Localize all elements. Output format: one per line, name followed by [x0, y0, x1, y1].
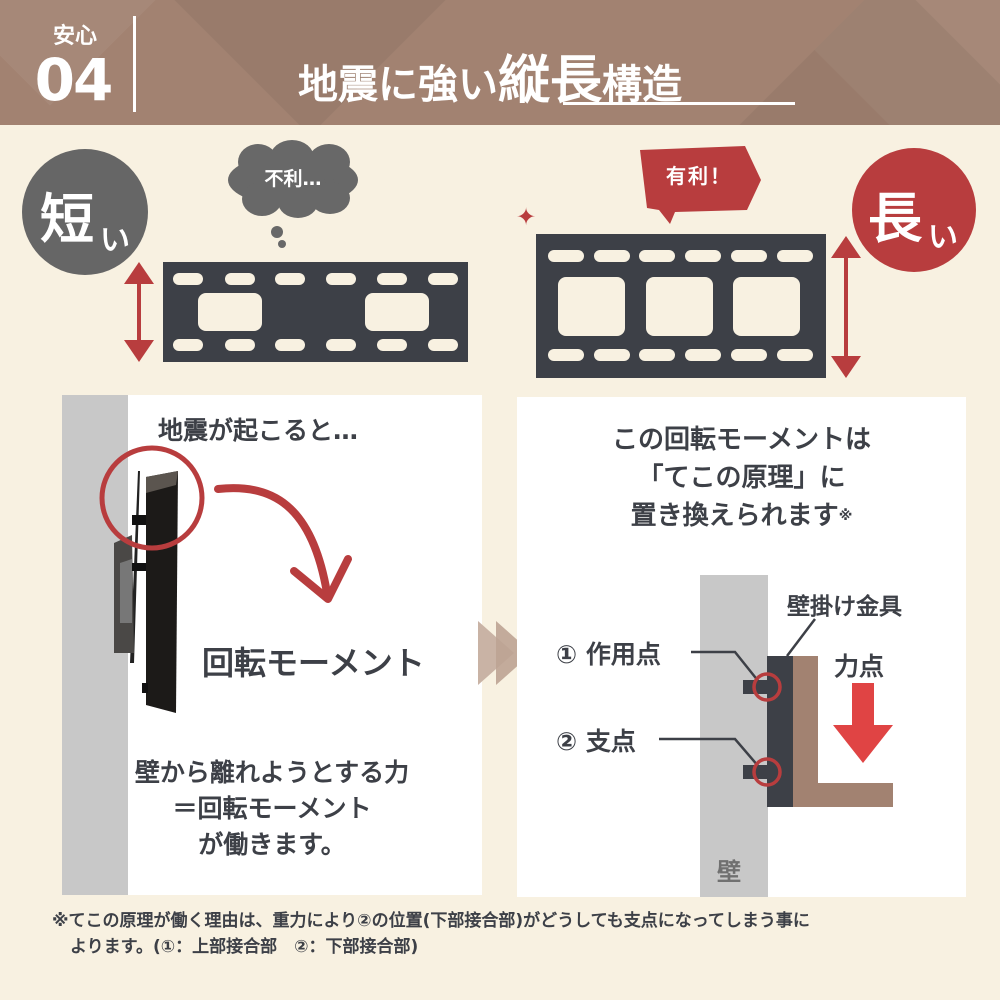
next-chevron-icon [478, 621, 532, 685]
long-label-circle: 長 い [852, 148, 976, 272]
upper-joint [743, 680, 769, 694]
short-label-big: 短 [40, 188, 94, 251]
tv-horizontal [793, 783, 893, 807]
point1-label: ① 作用点 [556, 640, 661, 669]
thought-dot [278, 240, 286, 248]
footnote: ※てこの原理が働く理由は、重力により②の位置(下部接合部)がどうしても支点になっ… [52, 908, 810, 960]
title-underline [563, 102, 795, 105]
header-divider [133, 16, 136, 112]
title-part3: 構造 [602, 62, 683, 108]
explanation-line: ＝回転モーメント [172, 794, 372, 823]
speech-bubble-favorable [640, 146, 761, 224]
bracket-label: 壁掛け金具 [787, 594, 902, 620]
lever-heading: この回転モーメントは 「てこの原理」に 置き換えられます※ [517, 421, 966, 535]
height-arrow-long [831, 236, 861, 378]
footnote-line: よります。(①：上部接合部 ②：下部接合部) [70, 937, 419, 957]
moment-label: 回転モーメント [202, 644, 425, 682]
long-label-big: 長 [868, 187, 922, 250]
short-label-small: い [100, 223, 130, 258]
point2-label: ② 支点 [556, 727, 636, 756]
long-label-small: い [928, 220, 958, 255]
heading-line: 置き換えられます※ [630, 501, 853, 531]
bubble-text-favorable: 有利！ [666, 164, 732, 188]
badge-label: 安心 [52, 24, 97, 49]
badge-number: 04 [34, 46, 114, 114]
explanation-line: が働きます。 [198, 830, 346, 859]
thought-bubble-unfavorable: 不利… [228, 140, 358, 220]
rotation-arrow-icon [214, 484, 352, 603]
explanation-line: 壁から離れようとする力 [134, 758, 410, 787]
bubble-text-unfavorable: 不利… [264, 168, 322, 190]
title-emphasis: 縦長 [498, 51, 603, 111]
heading-line: 「てこの原理」に [637, 463, 846, 493]
heading-line: この回転モーメントは [612, 425, 871, 455]
lower-joint [743, 765, 769, 779]
footnote-line: ※てこの原理が働く理由は、重力により②の位置(下部接合部)がどうしても支点になっ… [52, 911, 810, 931]
tv-vertical [793, 656, 818, 807]
height-arrow-short [124, 262, 154, 362]
wall-section [700, 575, 768, 897]
short-bracket-plate [163, 262, 468, 362]
header-banner: 安心 04 地震に強い縦長構造 [0, 0, 1000, 125]
tv-side-view-illustration [114, 471, 178, 713]
lever-diagram-lines [659, 618, 893, 787]
title-part1: 地震に強い [298, 62, 498, 108]
long-bracket-plate [536, 234, 826, 378]
page-title: 地震に強い縦長構造 [298, 38, 682, 113]
earthquake-panel: 地震が起こると… 回転モーメント 壁から離れようとする力 ＝回転モーメント が働… [62, 395, 482, 895]
wall-label: 壁 [717, 858, 741, 886]
force-point-label: 力点 [834, 652, 885, 681]
note-mark: ※ [838, 508, 853, 524]
sparkle-icon: ✦ [516, 203, 537, 231]
moment-explanation: 壁から離れようとする力 ＝回転モーメント が働きます。 [62, 755, 482, 863]
highlight-circle [99, 445, 205, 551]
earthquake-heading: 地震が起こると… [158, 416, 359, 445]
lever-principle-panel: この回転モーメントは 「てこの原理」に 置き換えられます※ 壁 壁掛け金具 ① … [517, 397, 966, 897]
short-label-circle: 短 い [22, 149, 148, 275]
thought-dot [271, 226, 283, 238]
